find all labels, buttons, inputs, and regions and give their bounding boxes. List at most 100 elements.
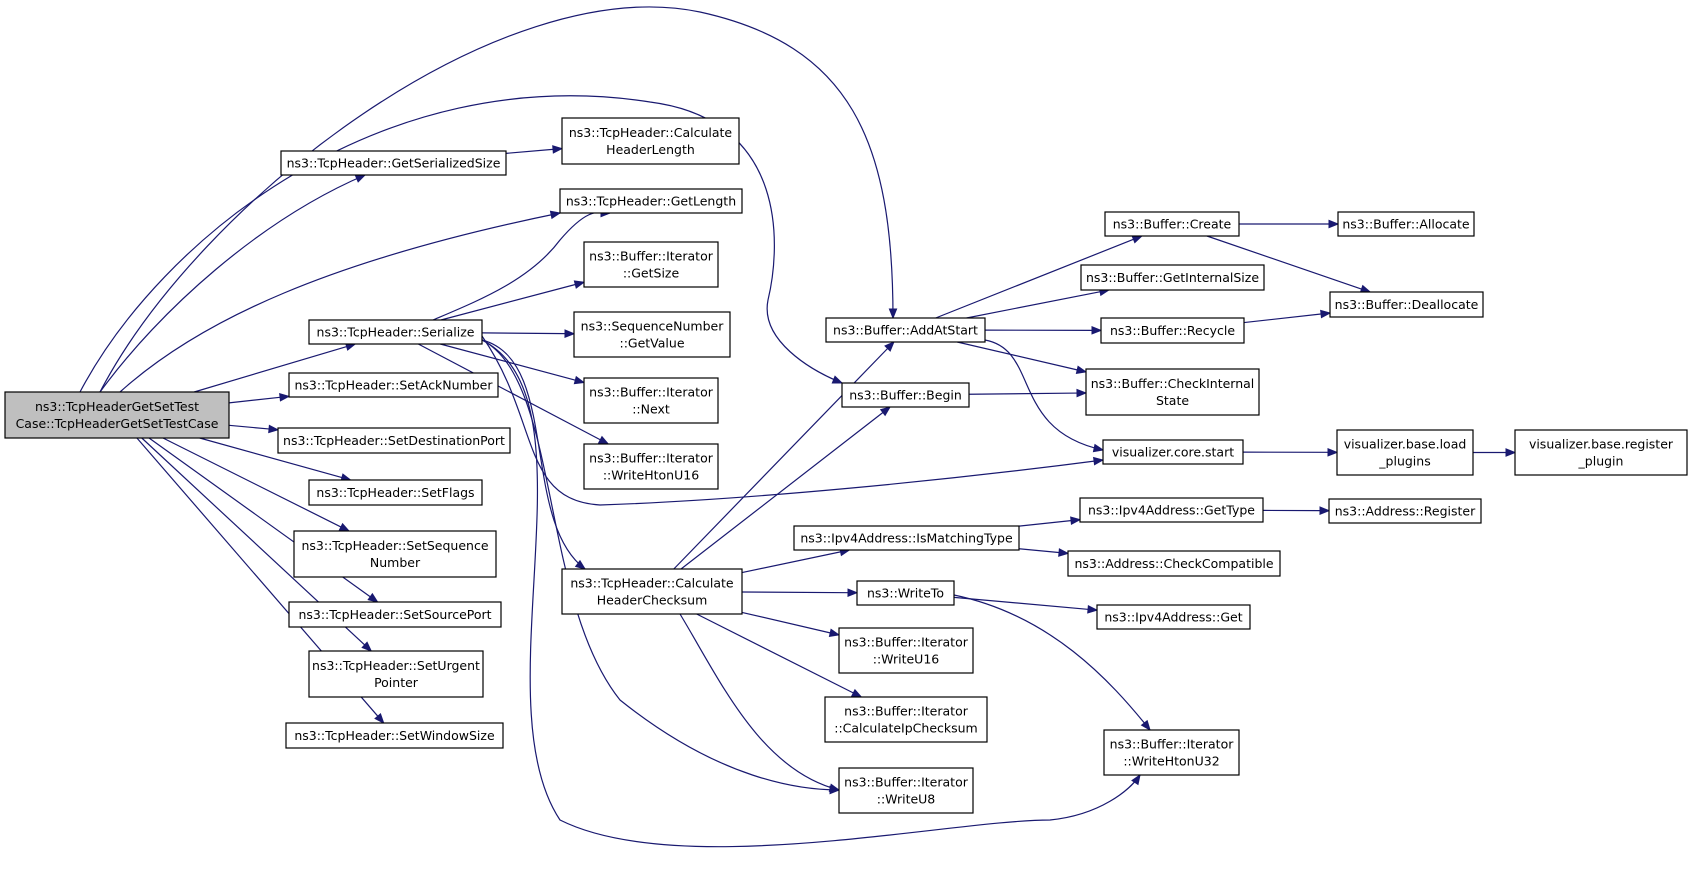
function-node-root[interactable]: ns3::TcpHeaderGetSetTestCase::TcpHeaderG… bbox=[4, 391, 230, 439]
function-node-iterWriteHtonU16[interactable]: ns3::Buffer::Iterator::WriteHtonU16 bbox=[583, 443, 719, 490]
edge-arrowhead bbox=[828, 628, 841, 638]
node-label: ns3::Buffer::Allocate bbox=[1342, 217, 1470, 232]
call-edge-writeTo-to-iterWriteHtonU32 bbox=[953, 594, 1151, 732]
node-box bbox=[308, 319, 483, 345]
function-node-setSourcePort[interactable]: ns3::TcpHeader::SetSourcePort bbox=[288, 601, 502, 628]
function-node-iterWriteHtonU32[interactable]: ns3::Buffer::Iterator::WriteHtonU32 bbox=[1103, 729, 1240, 776]
node-label: ::WriteHtonU32 bbox=[1123, 754, 1219, 769]
edge-arrowhead bbox=[573, 280, 586, 289]
function-node-setFlags[interactable]: ns3::TcpHeader::SetFlags bbox=[308, 479, 483, 506]
function-node-ipv4Get[interactable]: ns3::Ipv4Address::Get bbox=[1096, 604, 1251, 630]
function-node-addressRegister[interactable]: ns3::Address::Register bbox=[1328, 498, 1482, 524]
edge-line bbox=[680, 411, 885, 570]
edge-line bbox=[741, 551, 842, 574]
node-label: _plugins bbox=[1378, 454, 1430, 469]
call-edge-begin-to-checkInternalState bbox=[968, 388, 1088, 398]
edge-arrowhead bbox=[1327, 447, 1339, 457]
node-box bbox=[288, 372, 499, 398]
node-box bbox=[838, 767, 974, 814]
edge-arrowhead bbox=[1075, 365, 1088, 374]
function-node-vizRegisterPlugin[interactable]: visualizer.base.register_plugin bbox=[1514, 429, 1688, 476]
edge-arrowhead bbox=[279, 393, 291, 402]
node-box bbox=[583, 443, 719, 490]
node-box bbox=[573, 311, 731, 358]
function-node-iterNext[interactable]: ns3::Buffer::Iterator::Next bbox=[583, 377, 719, 424]
edge-arrowhead bbox=[1328, 219, 1340, 229]
edge-arrowhead bbox=[1140, 719, 1151, 732]
function-node-begin[interactable]: ns3::Buffer::Begin bbox=[841, 382, 970, 408]
function-node-recycle[interactable]: ns3::Buffer::Recycle bbox=[1100, 317, 1245, 344]
edge-line bbox=[696, 613, 855, 694]
function-node-vizCoreStart[interactable]: visualizer.core.start bbox=[1102, 439, 1244, 465]
node-label: ns3::Buffer::Iterator bbox=[1110, 737, 1235, 752]
function-node-getLength[interactable]: ns3::TcpHeader::GetLength bbox=[559, 188, 743, 214]
function-node-serialize[interactable]: ns3::TcpHeader::Serialize bbox=[308, 319, 483, 345]
edge-line bbox=[481, 339, 840, 791]
edge-arrowhead bbox=[1076, 388, 1088, 398]
node-label: ns3::Buffer::GetInternalSize bbox=[1086, 270, 1259, 285]
node-label: ns3::Ipv4Address::Get bbox=[1104, 610, 1242, 625]
call-edge-calcHeaderChecksum-to-isMatchingType bbox=[741, 547, 851, 574]
function-node-setWindowSize[interactable]: ns3::TcpHeader::SetWindowSize bbox=[285, 722, 504, 749]
function-node-getSerializedSize[interactable]: ns3::TcpHeader::GetSerializedSize bbox=[280, 150, 507, 176]
call-edge-isMatchingType-to-ipv4GetType bbox=[1018, 516, 1082, 527]
node-label: Case::TcpHeaderGetSetTestCase bbox=[16, 416, 219, 431]
edge-arrowhead bbox=[828, 783, 841, 792]
function-node-vizLoadPlugins[interactable]: visualizer.base.load_plugins bbox=[1336, 429, 1474, 476]
edge-line bbox=[1018, 548, 1061, 554]
node-label: ns3::TcpHeader::GetSerializedSize bbox=[287, 156, 501, 171]
edge-line bbox=[481, 335, 1104, 506]
call-edge-vizLoadPlugins-to-vizRegisterPlugin bbox=[1473, 448, 1517, 457]
function-node-create[interactable]: ns3::Buffer::Create bbox=[1104, 211, 1240, 237]
function-node-ipv4GetType[interactable]: ns3::Ipv4Address::GetType bbox=[1079, 497, 1264, 523]
node-box bbox=[280, 150, 507, 176]
function-node-iterGetSize[interactable]: ns3::Buffer::Iterator::GetSize bbox=[583, 241, 719, 288]
node-box bbox=[1079, 497, 1264, 523]
edge-arrowhead bbox=[1320, 309, 1332, 319]
node-label: ns3::SequenceNumber bbox=[581, 319, 725, 334]
function-node-iterCalcIpChecksum[interactable]: ns3::Buffer::Iterator::CalculateIpChecks… bbox=[824, 696, 988, 743]
node-label: visualizer.base.register bbox=[1529, 437, 1674, 452]
function-node-iterWriteU16[interactable]: ns3::Buffer::Iterator::WriteU16 bbox=[838, 627, 974, 674]
node-label: ::WriteU16 bbox=[873, 652, 940, 667]
node-label: ns3::WriteTo bbox=[867, 586, 944, 601]
function-node-addAtStart[interactable]: ns3::Buffer::AddAtStart bbox=[825, 317, 986, 343]
function-node-setAckNumber[interactable]: ns3::TcpHeader::SetAckNumber bbox=[288, 372, 499, 398]
function-node-allocate[interactable]: ns3::Buffer::Allocate bbox=[1337, 211, 1475, 237]
node-label: ns3::TcpHeader::GetLength bbox=[566, 194, 736, 209]
call-edge-root-to-getSerializedSize bbox=[99, 174, 367, 393]
function-node-writeTo[interactable]: ns3::WriteTo bbox=[856, 580, 955, 606]
function-nodes: ns3::TcpHeaderGetSetTestCase::TcpHeaderG… bbox=[4, 117, 1688, 814]
function-node-isMatchingType[interactable]: ns3::Ipv4Address::IsMatchingType bbox=[793, 525, 1020, 551]
node-label: ns3::TcpHeader::SetSequence bbox=[301, 538, 488, 553]
call-edge-calcHeaderChecksum-to-addAtStart bbox=[673, 341, 895, 570]
edge-arrowhead bbox=[374, 712, 385, 725]
function-node-getInternalSize[interactable]: ns3::Buffer::GetInternalSize bbox=[1080, 264, 1265, 291]
node-box bbox=[825, 317, 986, 343]
node-label: ns3::Buffer::Deallocate bbox=[1335, 297, 1479, 312]
call-edge-root-to-begin bbox=[79, 95, 844, 393]
node-box bbox=[561, 568, 743, 615]
node-label: ns3::TcpHeader::SetDestinationPort bbox=[283, 433, 505, 448]
node-label: ns3::TcpHeader::SetAckNumber bbox=[294, 378, 493, 393]
edge-arrowhead bbox=[850, 688, 863, 698]
node-label: ns3::Buffer::Iterator bbox=[589, 385, 714, 400]
edge-arrowhead bbox=[847, 588, 859, 597]
call-edge-calcHeaderChecksum-to-iterWriteU8 bbox=[679, 613, 841, 792]
node-label: ns3::Buffer::AddAtStart bbox=[833, 323, 978, 338]
call-edge-recycle-to-deallocate bbox=[1243, 309, 1332, 324]
function-node-iterWriteU8[interactable]: ns3::Buffer::Iterator::WriteU8 bbox=[838, 767, 974, 814]
edge-line bbox=[228, 396, 282, 404]
function-node-checkCompatible[interactable]: ns3::Address::CheckCompatible bbox=[1067, 550, 1281, 577]
call-edge-root-to-addAtStart bbox=[99, 6, 898, 393]
function-node-setDestinationPort[interactable]: ns3::TcpHeader::SetDestinationPort bbox=[277, 427, 511, 454]
edge-arrowhead bbox=[879, 406, 892, 417]
function-node-deallocate[interactable]: ns3::Buffer::Deallocate bbox=[1329, 291, 1484, 318]
function-node-seqGetValue[interactable]: ns3::SequenceNumber::GetValue bbox=[573, 311, 731, 358]
node-label: Number bbox=[370, 555, 421, 570]
